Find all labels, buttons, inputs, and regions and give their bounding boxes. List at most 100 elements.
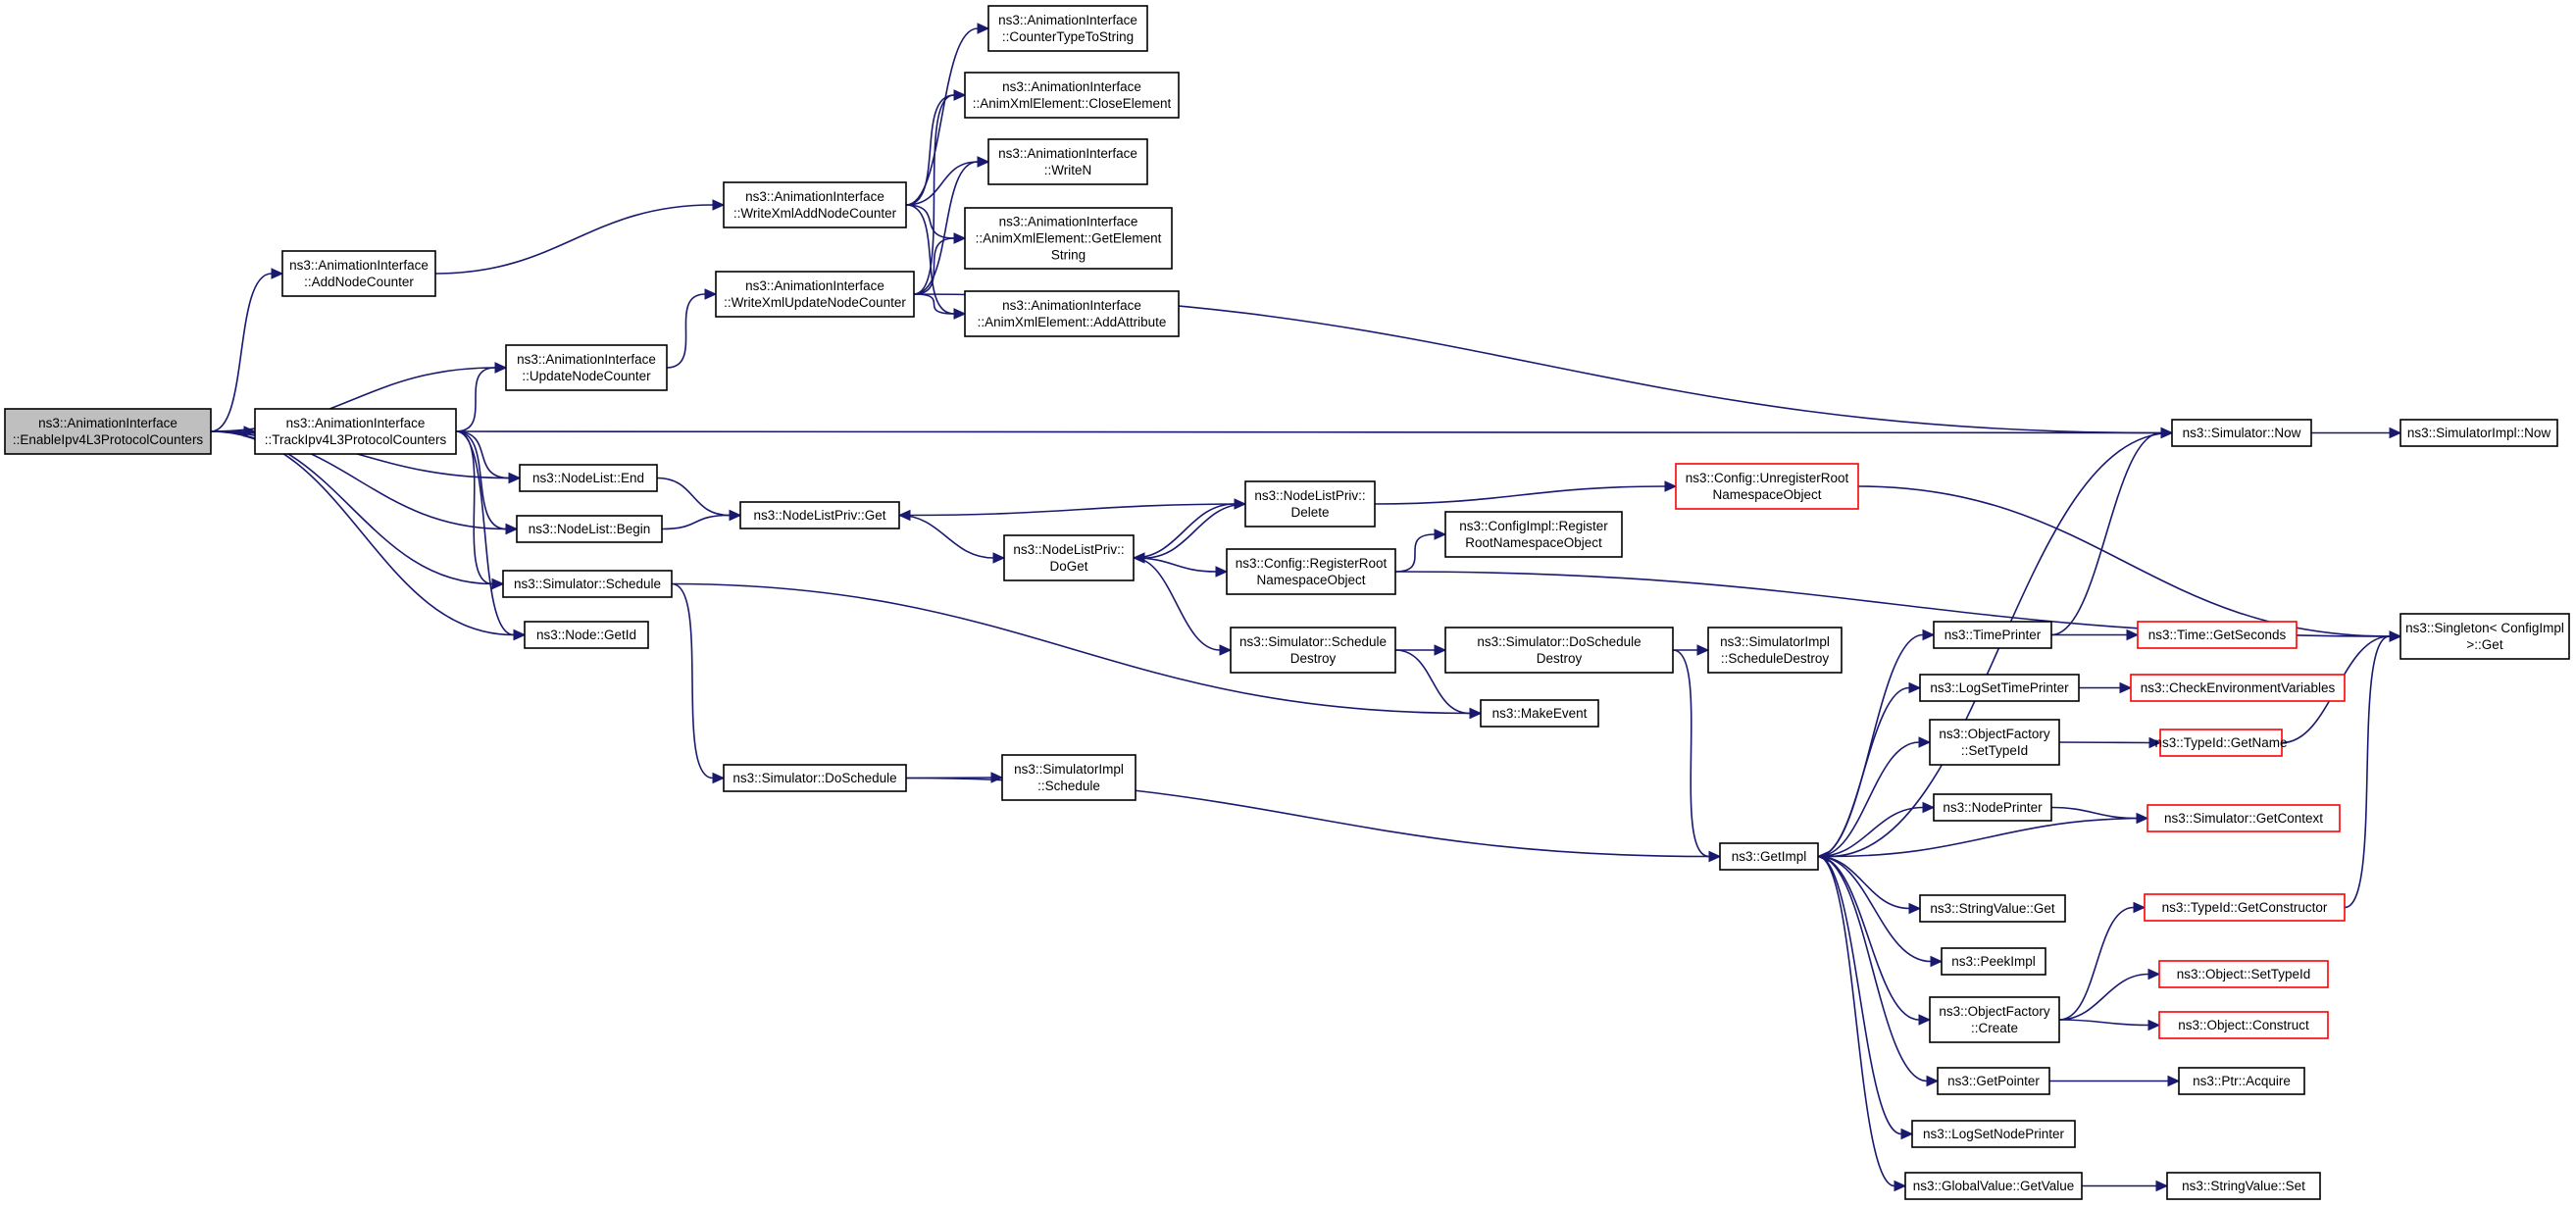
node-getelem[interactable]: ns3::AnimationInterface::AnimXmlElement:… — [964, 207, 1173, 270]
node-peekimpl[interactable]: ns3::PeekImpl — [1941, 947, 2046, 976]
node-simimplsched[interactable]: ns3::SimulatorImpl::Schedule — [1001, 754, 1136, 801]
node-box-updnode[interactable] — [505, 344, 668, 391]
node-nlpdoget[interactable]: ns3::NodeListPriv::DoGet — [1003, 534, 1135, 581]
node-box-nodegetid[interactable] — [524, 621, 649, 649]
node-box-nlpdelete[interactable] — [1244, 480, 1376, 528]
node-writen[interactable]: ns3::AnimationInterface::WriteN — [987, 138, 1148, 185]
node-box-nodeprinter[interactable] — [1933, 793, 2052, 822]
node-box-addnode[interactable] — [281, 250, 436, 297]
node-simschedd[interactable]: ns3::Simulator::ScheduleDestroy — [1230, 627, 1396, 674]
node-nlbegin[interactable]: ns3::NodeList::Begin — [516, 515, 663, 543]
node-singleton[interactable]: ns3::Singleton< ConfigImpl >::Get — [2399, 613, 2570, 660]
node-box-getelem[interactable] — [964, 207, 1173, 270]
node-closeelem[interactable]: ns3::AnimationInterface::AnimXmlElement:… — [964, 72, 1180, 119]
node-gvgetvalue[interactable]: ns3::GlobalValue::GetValue — [1904, 1172, 2083, 1200]
node-box-timegetsec[interactable] — [2137, 621, 2298, 649]
node-box-singleton[interactable] — [2399, 613, 2570, 660]
node-nlpget[interactable]: ns3::NodeListPriv::Get — [739, 501, 900, 529]
node-simdosched[interactable]: ns3::Simulator::DoSchedule — [723, 764, 907, 792]
node-makeevent[interactable]: ns3::MakeEvent — [1480, 699, 1599, 728]
node-box-addattr[interactable] — [964, 290, 1180, 337]
node-box-simsched[interactable] — [502, 570, 673, 598]
node-box-simgetctx[interactable] — [2147, 804, 2341, 832]
node-box-simdoschedd[interactable] — [1444, 627, 1674, 674]
node-box-nlbegin[interactable] — [516, 515, 663, 543]
node-box-cfgunreg[interactable] — [1675, 463, 1859, 510]
node-box-logsettime[interactable] — [1919, 674, 2080, 702]
node-box-enable[interactable] — [4, 408, 212, 455]
node-simimplschedd[interactable]: ns3::SimulatorImpl::ScheduleDestroy — [1707, 627, 1843, 674]
node-timeprinter[interactable]: ns3::TimePrinter — [1933, 621, 2052, 649]
node-box-cfgimplreg[interactable] — [1444, 511, 1623, 558]
node-box-track[interactable] — [254, 408, 457, 455]
node-checkenv[interactable]: ns3::CheckEnvironmentVariables — [2130, 674, 2346, 702]
node-track[interactable]: ns3::AnimationInterface::TrackIpv4L3Prot… — [254, 408, 457, 455]
node-ofcreate[interactable]: ns3::ObjectFactory::Create — [1929, 996, 2060, 1043]
node-nlend[interactable]: ns3::NodeList::End — [519, 464, 658, 492]
node-nodegetid[interactable]: ns3::Node::GetId — [524, 621, 649, 649]
node-box-gvgetvalue[interactable] — [1904, 1172, 2083, 1200]
node-objsettypeid[interactable]: ns3::Object::SetTypeId — [2158, 960, 2329, 988]
node-getpointer[interactable]: ns3::GetPointer — [1937, 1067, 2050, 1095]
node-box-typeidgetctor[interactable] — [2144, 893, 2346, 922]
node-logsetnode[interactable]: ns3::LogSetNodePrinter — [1911, 1120, 2076, 1148]
node-simnow[interactable]: ns3::Simulator::Now — [2171, 419, 2312, 447]
node-box-ofsettypeid[interactable] — [1929, 719, 2060, 766]
node-box-nlpdoget[interactable] — [1003, 534, 1135, 581]
node-box-countertype[interactable] — [987, 5, 1148, 52]
node-box-cfgreg[interactable] — [1226, 548, 1396, 595]
node-ofsettypeid[interactable]: ns3::ObjectFactory::SetTypeId — [1929, 719, 2060, 766]
node-stringvalset[interactable]: ns3::StringValue::Set — [2166, 1172, 2321, 1200]
node-objconstruct[interactable]: ns3::Object::Construct — [2158, 1011, 2329, 1039]
node-stringvalget[interactable]: ns3::StringValue::Get — [1919, 894, 2066, 923]
node-writexmlupd[interactable]: ns3::AnimationInterface::WriteXmlUpdateN… — [715, 271, 915, 318]
node-box-typeidgetname[interactable] — [2159, 729, 2283, 757]
node-box-writexmladd[interactable] — [723, 181, 907, 228]
node-addnode[interactable]: ns3::AnimationInterface::AddNodeCounter — [281, 250, 436, 297]
node-nlpdelete[interactable]: ns3::NodeListPriv::Delete — [1244, 480, 1376, 528]
node-ptracquire[interactable]: ns3::Ptr::Acquire — [2178, 1067, 2305, 1095]
node-box-getimpl[interactable] — [1719, 842, 1819, 871]
node-box-closeelem[interactable] — [964, 72, 1180, 119]
node-box-objsettypeid[interactable] — [2158, 960, 2329, 988]
node-simgetctx[interactable]: ns3::Simulator::GetContext — [2147, 804, 2341, 832]
node-addattr[interactable]: ns3::AnimationInterface::AnimXmlElement:… — [964, 290, 1180, 337]
node-box-peekimpl[interactable] — [1941, 947, 2046, 976]
node-typeidgetname[interactable]: ns3::TypeId::GetName — [2154, 729, 2288, 757]
node-box-logsetnode[interactable] — [1911, 1120, 2076, 1148]
node-box-objconstruct[interactable] — [2158, 1011, 2329, 1039]
node-enable[interactable]: ns3::AnimationInterface::EnableIpv4L3Pro… — [4, 408, 212, 455]
node-box-nlpget[interactable] — [739, 501, 900, 529]
node-box-simimplnow[interactable] — [2399, 419, 2558, 447]
node-simimplnow[interactable]: ns3::SimulatorImpl::Now — [2399, 419, 2558, 447]
node-box-simimplsched[interactable] — [1001, 754, 1136, 801]
node-getimpl[interactable]: ns3::GetImpl — [1719, 842, 1819, 871]
node-box-ptracquire[interactable] — [2178, 1067, 2305, 1095]
node-nodeprinter[interactable]: ns3::NodePrinter — [1933, 793, 2052, 822]
node-box-simschedd[interactable] — [1230, 627, 1396, 674]
node-writexmladd[interactable]: ns3::AnimationInterface::WriteXmlAddNode… — [723, 181, 907, 228]
node-box-getpointer[interactable] — [1937, 1067, 2050, 1095]
node-countertype[interactable]: ns3::AnimationInterface::CounterTypeToSt… — [987, 5, 1148, 52]
node-simsched[interactable]: ns3::Simulator::Schedule — [502, 570, 673, 598]
node-box-writen[interactable] — [987, 138, 1148, 185]
node-box-writexmlupd[interactable] — [715, 271, 915, 318]
node-box-stringvalset[interactable] — [2166, 1172, 2321, 1200]
node-typeidgetctor[interactable]: ns3::TypeId::GetConstructor — [2144, 893, 2346, 922]
node-timegetsec[interactable]: ns3::Time::GetSeconds — [2137, 621, 2298, 649]
node-logsettime[interactable]: ns3::LogSetTimePrinter — [1919, 674, 2080, 702]
node-box-timeprinter[interactable] — [1933, 621, 2052, 649]
node-cfgimplreg[interactable]: ns3::ConfigImpl::RegisterRootNamespaceOb… — [1444, 511, 1623, 558]
node-box-simdosched[interactable] — [723, 764, 907, 792]
node-cfgunreg[interactable]: ns3::Config::UnregisterRootNamespaceObje… — [1675, 463, 1859, 510]
node-box-ofcreate[interactable] — [1929, 996, 2060, 1043]
node-box-nlend[interactable] — [519, 464, 658, 492]
node-box-checkenv[interactable] — [2130, 674, 2346, 702]
node-box-simnow[interactable] — [2171, 419, 2312, 447]
node-box-makeevent[interactable] — [1480, 699, 1599, 728]
node-box-stringvalget[interactable] — [1919, 894, 2066, 923]
node-updnode[interactable]: ns3::AnimationInterface::UpdateNodeCount… — [505, 344, 668, 391]
node-box-simimplschedd[interactable] — [1707, 627, 1843, 674]
